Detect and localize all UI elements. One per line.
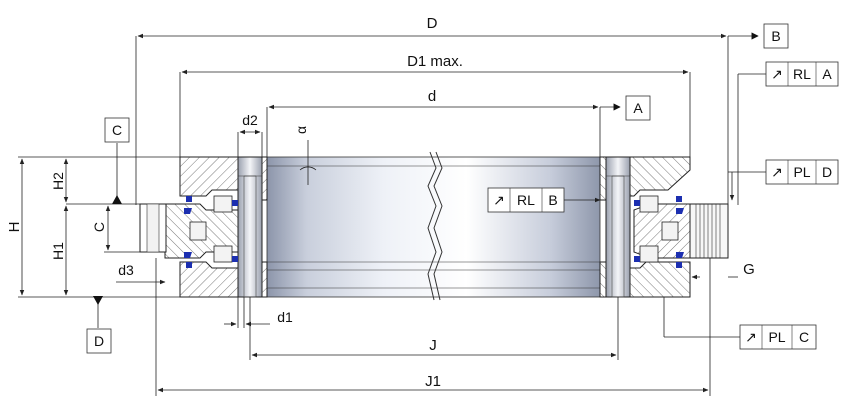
tol-type: PL bbox=[768, 329, 785, 345]
dim-d2: d2 bbox=[242, 112, 258, 128]
datum-D: D bbox=[86, 328, 112, 354]
runout-icon: ↗ bbox=[745, 329, 757, 345]
dimension-lines bbox=[18, 32, 766, 396]
dim-D: D bbox=[427, 15, 438, 32]
tol-datum: D bbox=[822, 164, 832, 180]
datum-A-label: A bbox=[633, 100, 643, 116]
dim-J1: J1 bbox=[425, 373, 441, 390]
gear-teeth bbox=[689, 203, 729, 259]
dim-d: d bbox=[428, 88, 436, 105]
datum-A: A bbox=[625, 95, 651, 121]
datum-C: C bbox=[104, 117, 130, 143]
tol-type: RL bbox=[793, 66, 811, 82]
dim-d3: d3 bbox=[118, 262, 134, 278]
tolerance-frame-PL-C: ↗ PL C bbox=[739, 324, 817, 350]
right-bolt bbox=[605, 156, 631, 298]
runout-icon: ↗ bbox=[771, 164, 783, 180]
datum-B: B bbox=[763, 23, 789, 49]
dim-H1: H1 bbox=[50, 242, 66, 260]
dim-H2: H2 bbox=[50, 172, 66, 190]
dim-C: C bbox=[91, 222, 107, 232]
break-line bbox=[427, 151, 437, 301]
datum-C-label: C bbox=[112, 122, 122, 138]
runout-icon: ↗ bbox=[771, 66, 783, 82]
left-bolt bbox=[237, 156, 263, 298]
bore-surface bbox=[266, 156, 601, 298]
dim-d1: d1 bbox=[277, 309, 293, 325]
left-rollers bbox=[184, 195, 238, 268]
tol-type: RL bbox=[517, 192, 535, 208]
tolerance-frame-RL-B: ↗ RL B bbox=[487, 187, 565, 213]
dim-D1: D1 max. bbox=[407, 53, 463, 70]
tol-datum: A bbox=[822, 66, 832, 82]
tolerance-frame-RL-A: ↗ RL A bbox=[765, 61, 839, 87]
tol-datum: C bbox=[799, 329, 809, 345]
dim-H: H bbox=[6, 222, 23, 233]
dimension-labels: D D1 max. d d2 α H H2 H1 C d3 d1 J J1 G bbox=[6, 15, 755, 390]
bearing-section bbox=[139, 151, 729, 301]
datum-D-label: D bbox=[94, 333, 104, 349]
dim-alpha: α bbox=[293, 126, 309, 134]
tolerance-frame-PL-D: ↗ PL D bbox=[765, 159, 839, 185]
tol-datum: B bbox=[548, 192, 557, 208]
dim-G: G bbox=[743, 261, 755, 278]
datum-B-label: B bbox=[771, 28, 780, 44]
dim-J: J bbox=[429, 337, 437, 354]
runout-icon: ↗ bbox=[493, 192, 505, 208]
right-rollers bbox=[634, 195, 684, 268]
tol-type: PL bbox=[793, 164, 810, 180]
